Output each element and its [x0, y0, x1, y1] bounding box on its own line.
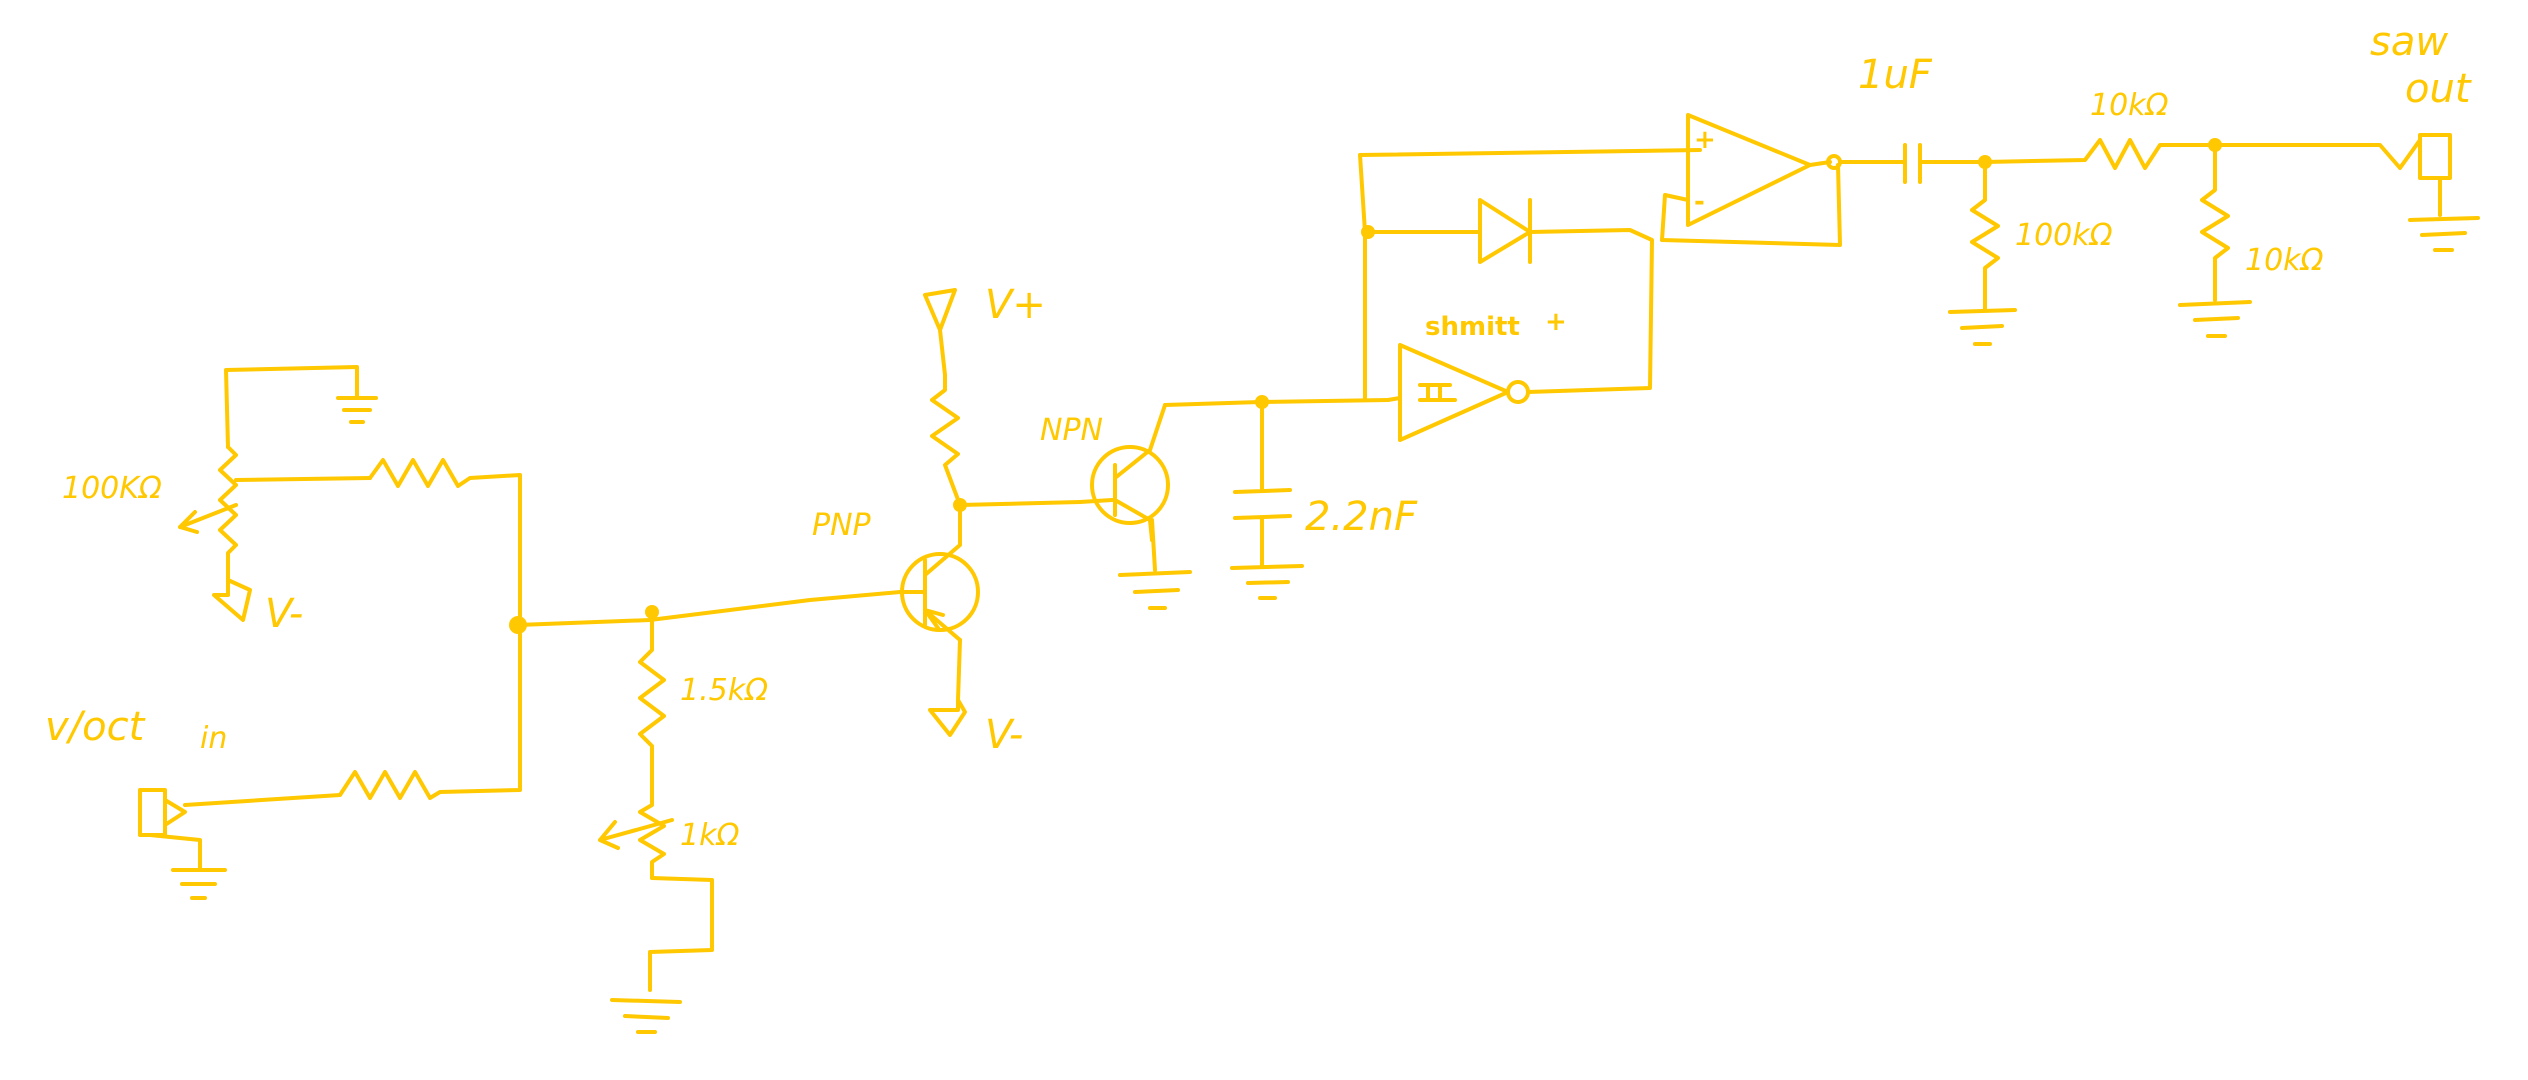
- summing-resistor-top: [368, 458, 522, 627]
- npn-collector: [1113, 403, 1167, 480]
- v-plus-arrow: [923, 288, 957, 377]
- cap-ground: [1230, 564, 1304, 600]
- saw-out-jack-ground: [2408, 176, 2480, 252]
- voct-jack-icon: [138, 788, 187, 837]
- node-to-jack-wire: [2213, 138, 2422, 170]
- saw-out-sub-label: out: [2405, 66, 2472, 112]
- pot-to-resistor-wire: [234, 476, 372, 482]
- ground-symbol: [336, 396, 378, 424]
- output-group: 1uF 100kΩ 10kΩ 10kΩ saw out: [1838, 19, 2480, 346]
- divider-ground: [610, 998, 682, 1034]
- schmitt-group: shmitt +: [1358, 148, 1702, 442]
- pot-top-wire: [224, 365, 359, 449]
- pot-wiper-arrow: [178, 503, 238, 534]
- opamp-plus-label: +: [1694, 125, 1716, 155]
- voct-in-sub-label: in: [200, 721, 227, 756]
- capacitor-1uf: [1903, 143, 1922, 184]
- buffer-opamp-group: + -: [1660, 113, 1842, 247]
- voct-in-label: v/oct: [45, 704, 146, 750]
- cap-1uf-label: 1uF: [1858, 52, 1933, 98]
- resistor-1-5k: [638, 610, 666, 792]
- v-plus-label: V+: [985, 282, 1046, 328]
- npn-transistor-body: [1090, 445, 1170, 525]
- pnp-base: [898, 558, 927, 627]
- voct-input-group: v/oct in: [45, 623, 522, 900]
- buffer-opamp: [1686, 113, 1812, 227]
- pnp-emitter-wire: [956, 638, 962, 702]
- shunt-ground-2: [2178, 300, 2252, 338]
- v-minus-arrow-pnp: [928, 698, 967, 737]
- pot-100k-label: 100KΩ: [62, 471, 162, 506]
- pullup-resistor: [930, 373, 962, 507]
- voct-jack-ground: [148, 833, 227, 900]
- shunt-ground-1: [1948, 308, 2017, 346]
- trimmer-arrow: [598, 818, 674, 850]
- opamp-minus-label: -: [1694, 187, 1705, 217]
- npn-transistor-group: NPN: [958, 403, 1192, 610]
- schmitt-label: shmitt: [1425, 312, 1520, 342]
- v-minus-label-pnp: V-: [985, 712, 1023, 758]
- npn-ground-wire: [1150, 518, 1157, 572]
- npn-ground: [1118, 570, 1192, 610]
- capacitor-2-2nf: [1233, 400, 1292, 567]
- schmitt-hysteresis-icon: [1418, 383, 1457, 402]
- npn-to-cap-wire: [1163, 398, 1390, 407]
- cap-to-buffer-wire: [1358, 148, 1702, 234]
- collector-to-npn-wire: [958, 500, 1082, 507]
- summing-to-pnp-wire: [516, 590, 902, 627]
- pnp-collector: [923, 503, 962, 577]
- schmitt-inverter-bubble: [1506, 380, 1530, 404]
- schmitt-feedback-wire: [1526, 228, 1654, 394]
- resistor-10k-shunt: [2200, 143, 2230, 302]
- timing-cap-group: 2.2nF: [1163, 395, 1418, 600]
- divider-group: 1.5kΩ 1kΩ: [598, 610, 768, 1034]
- saw-out-label: saw: [2370, 19, 2448, 65]
- trimmer-1k: [638, 788, 666, 880]
- npn-base: [1078, 463, 1117, 517]
- resistor-100k-shunt: [1970, 160, 2000, 312]
- cap-2-2nf-label: 2.2nF: [1305, 494, 1418, 540]
- r-10k-series-label: 10kΩ: [2090, 88, 2169, 123]
- saw-out-jack-icon: [2418, 133, 2452, 180]
- trimmer-loop: [648, 876, 714, 992]
- npn-label: NPN: [1040, 413, 1103, 448]
- input-resistor: [183, 623, 522, 807]
- r-10k-shunt-label: 10kΩ: [2245, 243, 2324, 278]
- r-100k-label: 100kΩ: [2015, 218, 2113, 253]
- pnp-label: PNP: [812, 508, 872, 543]
- pnp-transistor-group: PNP V-: [812, 503, 1023, 758]
- schmitt-plus: +: [1545, 307, 1567, 337]
- reset-diode: [1478, 198, 1532, 264]
- pnp-emitter-arrow: [923, 608, 962, 642]
- potentiometer-100k: [218, 445, 238, 582]
- schmitt-trigger: [1398, 343, 1510, 442]
- vplus-group: V+: [923, 282, 1046, 512]
- v-minus-arrow-left: [212, 578, 252, 622]
- resistor-10k-series: [1983, 138, 2217, 170]
- v-minus-label-left: V-: [265, 591, 303, 637]
- trim-1k-label: 1kΩ: [680, 818, 739, 853]
- opamp-minus-input-wire: [1660, 163, 1842, 247]
- tuning-pot-group: V- 100KΩ: [62, 365, 522, 637]
- r-1-5k-label: 1.5kΩ: [680, 673, 768, 708]
